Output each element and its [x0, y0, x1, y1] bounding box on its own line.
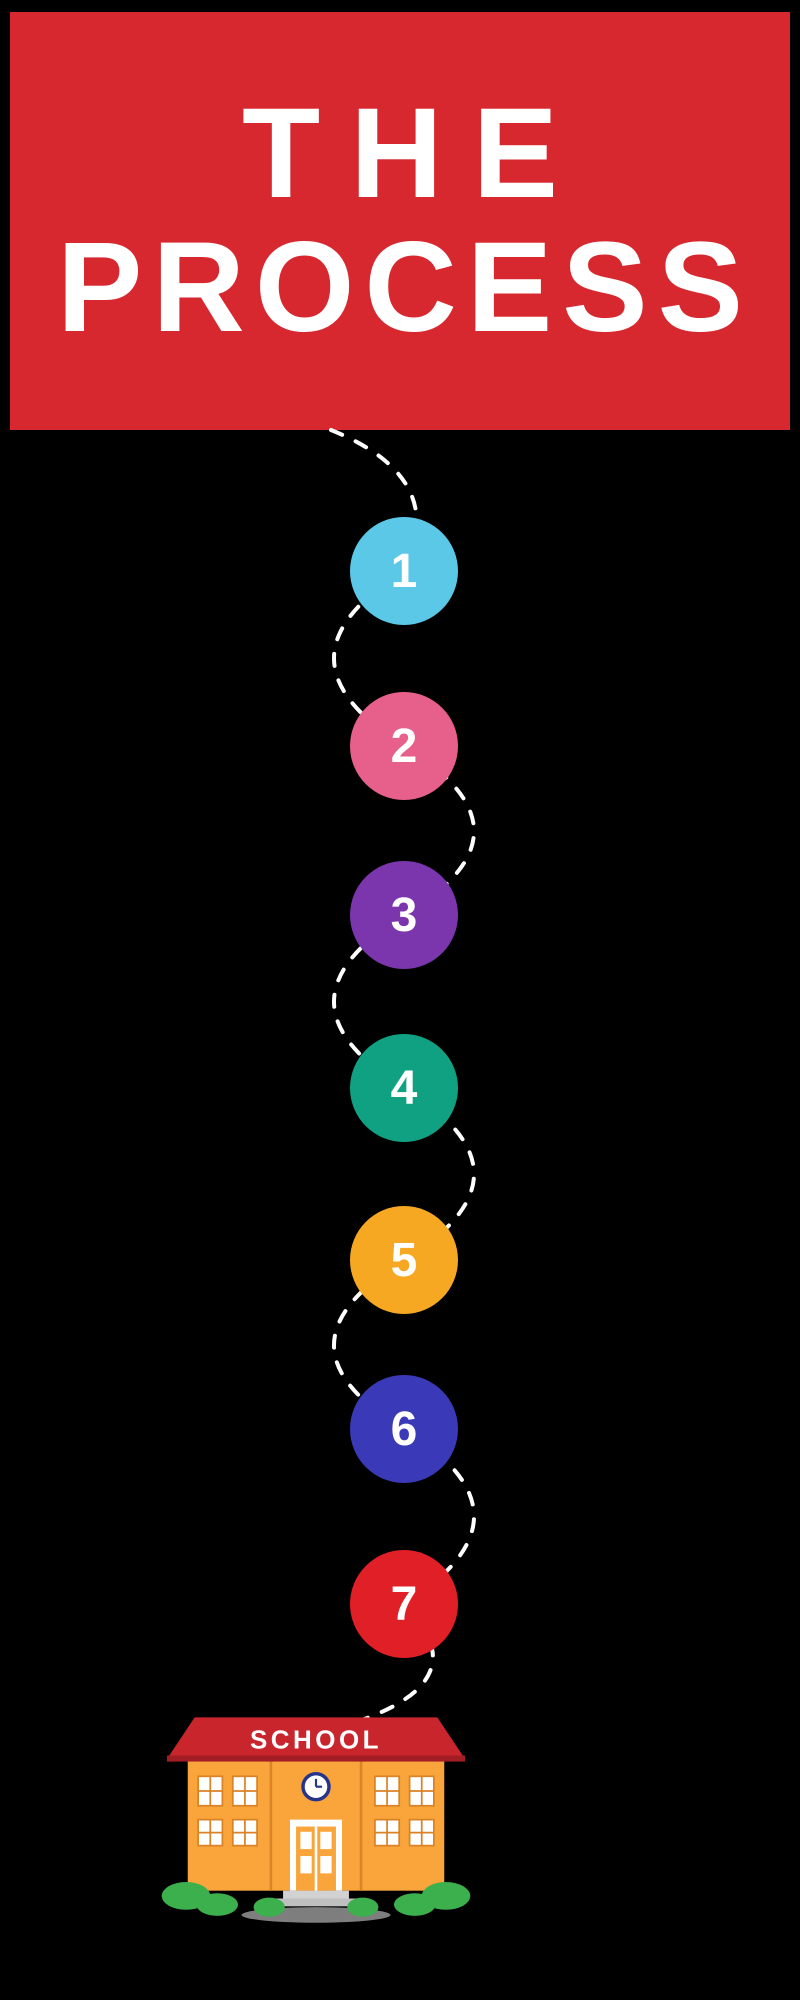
step-number-7: 7 — [390, 1577, 418, 1631]
step-number-3: 3 — [390, 888, 418, 942]
step-number-4: 4 — [390, 1061, 418, 1115]
title-banner: THE PROCESS — [10, 12, 790, 430]
school-steps — [274, 1890, 358, 1907]
roof-shadow — [166, 1755, 466, 1762]
bushes — [161, 1882, 471, 1917]
school-sign-label: SCHOOL — [250, 1725, 382, 1755]
school-door — [290, 1819, 342, 1891]
step-circle-7: 7 — [350, 1550, 458, 1658]
step-circle-6: 6 — [350, 1375, 458, 1483]
step-number-5: 5 — [390, 1233, 418, 1287]
step-circle-4: 4 — [350, 1034, 458, 1142]
school-roof — [166, 1717, 466, 1759]
step-number-6: 6 — [390, 1402, 418, 1456]
school-windows-right — [374, 1775, 435, 1847]
step-circle-3: 3 — [350, 861, 458, 969]
title-line-1: THE — [242, 81, 588, 225]
step-circle-1: 1 — [350, 517, 458, 625]
title-line-2: PROCESS — [57, 216, 753, 359]
step-circle-2: 2 — [350, 692, 458, 800]
dashed-route-line — [329, 428, 476, 1724]
step-number-2: 2 — [390, 719, 418, 773]
step-circle-5: 5 — [350, 1206, 458, 1314]
step-number-1: 1 — [390, 544, 418, 598]
school-illustration: SCHOOL — [161, 1717, 471, 1923]
school-windows-left — [197, 1775, 258, 1847]
clock-icon — [301, 1771, 331, 1802]
